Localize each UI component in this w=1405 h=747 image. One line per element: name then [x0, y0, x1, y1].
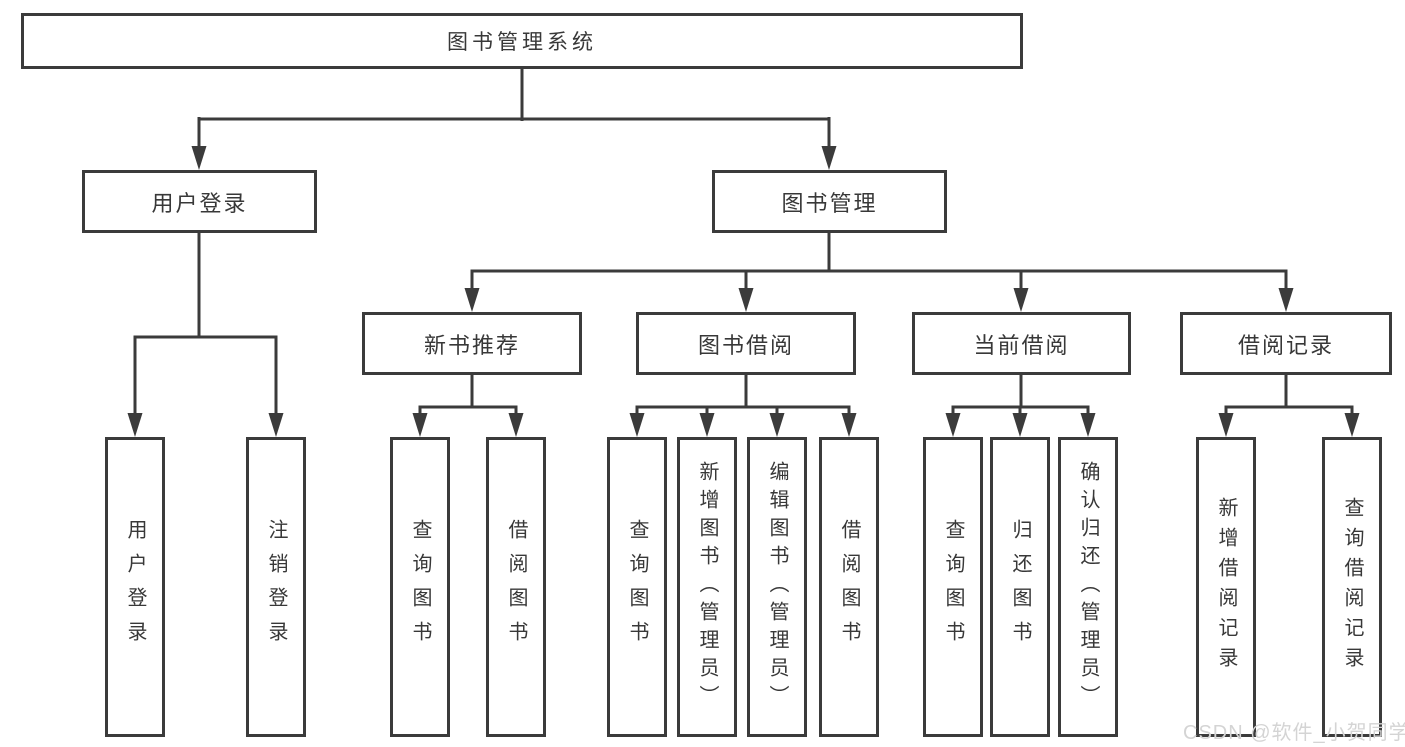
leaf-current-query-books: 查询图书: [923, 437, 983, 737]
connector-lines: [133, 69, 1354, 417]
node-new-book-recommend: 新书推荐: [362, 312, 582, 375]
csdn-watermark: CSDN @软件_小贺同学: [1183, 722, 1405, 744]
leaf-add-books-admin: 新增图书（管理员）: [677, 437, 737, 737]
connector-arrowheads: [127, 146, 1360, 437]
leaf-edit-books-admin: 编辑图书（管理员）: [747, 437, 807, 737]
node-user-login: 用户登录: [82, 170, 317, 233]
node-book-borrow: 图书借阅: [636, 312, 856, 375]
leaf-logout: 注销登录: [246, 437, 306, 737]
leaf-recommend-borrow-books: 借阅图书: [486, 437, 546, 737]
node-root-book-management-system: 图书管理系统: [21, 13, 1023, 69]
leaf-return-books: 归还图书: [990, 437, 1050, 737]
leaf-borrow-books: 借阅图书: [819, 437, 879, 737]
leaf-recommend-query-books: 查询图书: [390, 437, 450, 737]
node-borrow-records: 借阅记录: [1180, 312, 1392, 375]
node-current-borrow: 当前借阅: [912, 312, 1131, 375]
leaf-user-login: 用户登录: [105, 437, 165, 737]
leaf-confirm-return-admin: 确认归还（管理员）: [1058, 437, 1118, 737]
leaf-query-borrow-record: 查询借阅记录: [1322, 437, 1382, 737]
node-book-management: 图书管理: [712, 170, 947, 233]
leaf-borrow-query-books: 查询图书: [607, 437, 667, 737]
leaf-add-borrow-record: 新增借阅记录: [1196, 437, 1256, 737]
